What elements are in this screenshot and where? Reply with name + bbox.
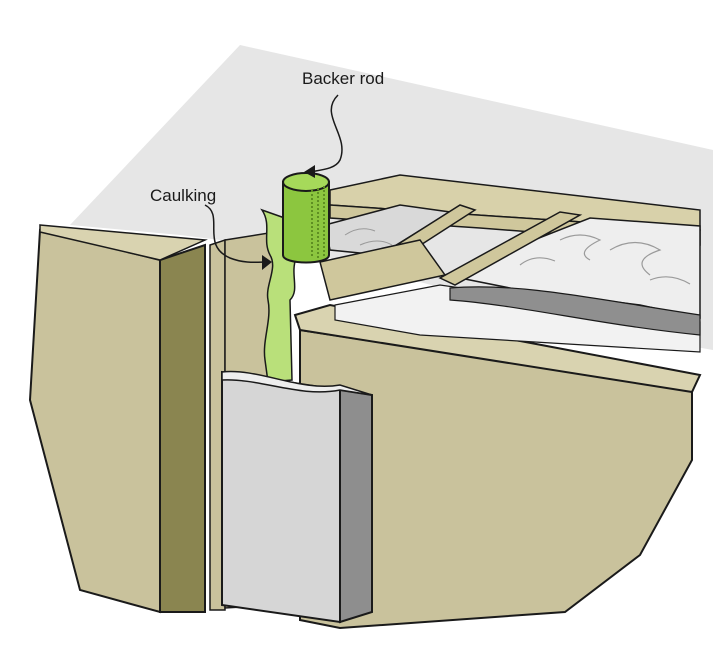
foam-sealant	[334, 284, 701, 353]
caulking-arrowhead	[262, 255, 272, 270]
caulking-leader	[204, 204, 269, 264]
sill-plate	[319, 239, 447, 301]
label-backer-rod: Backer rod	[302, 69, 385, 88]
backer-rod-leader	[309, 94, 343, 173]
insulation-swirls-left	[344, 228, 393, 246]
insulation-swirls	[519, 234, 691, 285]
label-caulking: Caulking	[150, 186, 217, 205]
left-wall-face	[28, 228, 161, 614]
stud-2	[438, 211, 583, 286]
trim-casing-top	[221, 370, 373, 396]
trim-casing-side	[339, 388, 373, 624]
left-wall-top	[39, 224, 208, 261]
backer-rod-shading	[311, 186, 325, 258]
dark-insulation-band	[449, 286, 701, 336]
trim-casing-front	[221, 370, 341, 624]
right-wall-face	[299, 328, 693, 630]
backer-rod-arrowhead	[304, 165, 315, 178]
backer-rod-top	[282, 172, 330, 192]
backer-rod	[282, 181, 330, 264]
left-wall-edge	[159, 243, 206, 613]
